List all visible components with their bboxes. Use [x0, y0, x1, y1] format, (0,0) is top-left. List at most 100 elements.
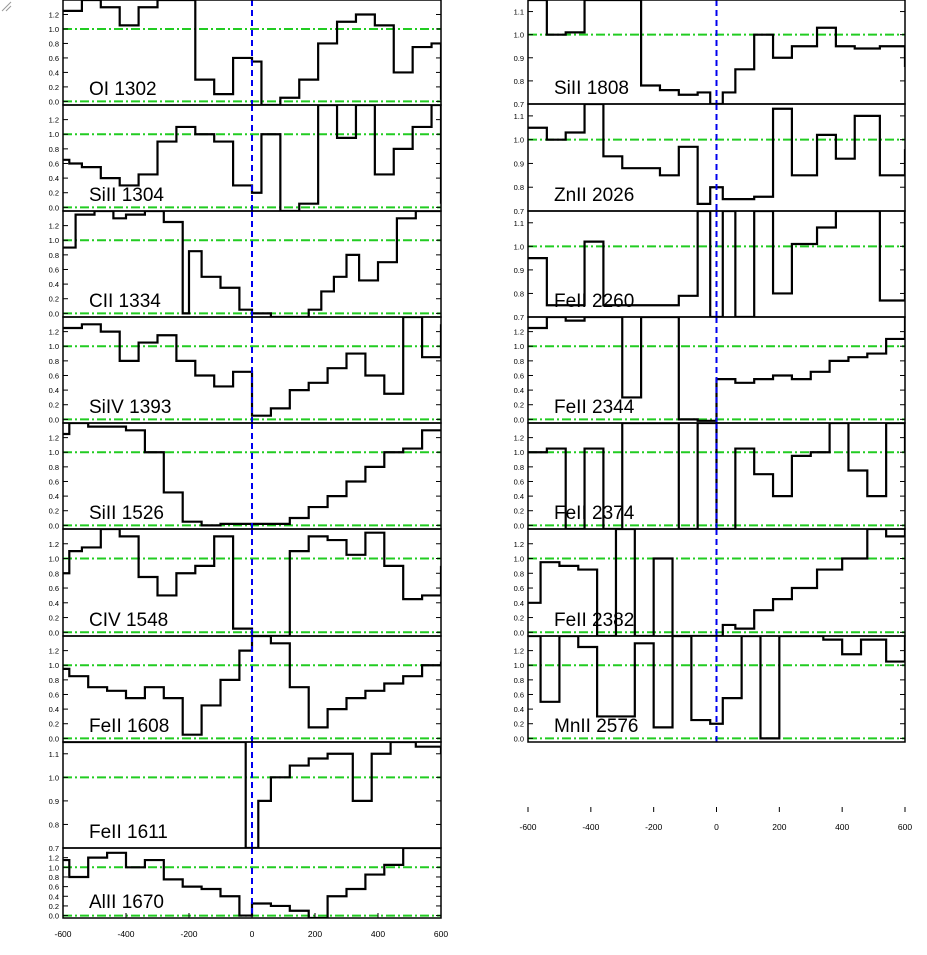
x-tick-label-0-4: 200 — [308, 929, 322, 939]
y-tick-label-5-4: 0.8 — [49, 569, 59, 578]
spectrum-step-line-2 — [63, 211, 441, 317]
y-tick-label-2-0: 0.0 — [49, 309, 59, 318]
ion-label-8: AlII 1670 — [89, 892, 164, 913]
y-tick-label-0-3: 0.6 — [49, 54, 59, 63]
y-tick-label-8-1: 0.2 — [49, 902, 59, 911]
y-tick-label-5-3: 0.6 — [49, 584, 59, 593]
spectrum-step-line-8 — [63, 848, 441, 918]
y-tick-label-4-5: 1.0 — [49, 448, 59, 457]
x-tick-label-1-4: 200 — [772, 822, 786, 832]
y-tick-label-11-4: 1.1 — [514, 219, 524, 228]
y-tick-label-13-0: 0.0 — [514, 521, 524, 530]
y-tick-label-2-4: 0.8 — [49, 251, 59, 260]
y-tick-label-4-3: 0.6 — [49, 477, 59, 486]
y-tick-label-13-5: 1.0 — [514, 448, 524, 457]
y-tick-label-14-5: 1.0 — [514, 555, 524, 564]
y-tick-label-8-2: 0.4 — [49, 892, 59, 901]
y-tick-label-12-4: 0.8 — [514, 357, 524, 366]
y-tick-label-2-1: 0.2 — [49, 295, 59, 304]
y-tick-label-10-1: 0.8 — [514, 183, 524, 192]
spectrum-step-line-5 — [63, 529, 441, 636]
x-tick-label-1-6: 600 — [898, 822, 912, 832]
y-tick-label-0-5: 1.0 — [49, 25, 59, 34]
y-tick-label-15-4: 0.8 — [514, 676, 524, 685]
y-tick-label-14-1: 0.2 — [514, 614, 524, 623]
ion-label-14: FeII 2382 — [554, 610, 634, 631]
spectrum-step-line-14 — [528, 529, 905, 636]
y-tick-label-9-2: 0.9 — [514, 54, 524, 63]
y-tick-label-7-0: 0.7 — [49, 844, 59, 853]
y-tick-label-4-2: 0.4 — [49, 492, 59, 501]
y-tick-label-5-6: 1.2 — [49, 540, 59, 549]
y-tick-label-8-6: 1.2 — [49, 854, 59, 863]
y-tick-label-9-0: 0.7 — [514, 100, 524, 109]
y-tick-label-13-2: 0.4 — [514, 492, 524, 501]
y-tick-label-3-4: 0.8 — [49, 357, 59, 366]
x-tick-label-0-5: 400 — [371, 929, 385, 939]
x-tick-label-1-5: 400 — [835, 822, 849, 832]
y-tick-label-6-5: 1.0 — [49, 661, 59, 670]
x-tick-label-1-3: 0 — [714, 822, 719, 832]
spectrum-step-line-13 — [528, 423, 905, 529]
y-tick-label-3-5: 1.0 — [49, 342, 59, 351]
y-tick-label-9-4: 1.1 — [514, 8, 524, 17]
y-tick-label-6-6: 1.2 — [49, 647, 59, 656]
y-tick-label-12-1: 0.2 — [514, 401, 524, 410]
y-tick-label-12-5: 1.0 — [514, 342, 524, 351]
x-tick-label-1-0: -600 — [519, 822, 536, 832]
y-tick-label-4-4: 0.8 — [49, 463, 59, 472]
y-tick-label-2-6: 1.2 — [49, 222, 59, 231]
y-tick-label-15-0: 0.0 — [514, 734, 524, 743]
y-tick-label-6-2: 0.4 — [49, 705, 59, 714]
y-tick-label-9-3: 1.0 — [514, 31, 524, 40]
y-tick-label-10-2: 0.9 — [514, 159, 524, 168]
y-tick-label-9-1: 0.8 — [514, 77, 524, 86]
y-tick-label-11-2: 0.9 — [514, 266, 524, 275]
ion-label-12: FeII 2344 — [554, 397, 635, 418]
y-tick-label-13-1: 0.2 — [514, 507, 524, 516]
y-tick-label-15-5: 1.0 — [514, 661, 524, 670]
y-tick-label-10-0: 0.7 — [514, 207, 524, 216]
resize-grip-icon[interactable] — [0, 0, 12, 12]
y-tick-label-13-3: 0.6 — [514, 477, 524, 486]
y-tick-label-5-2: 0.4 — [49, 599, 59, 608]
y-tick-label-2-3: 0.6 — [49, 265, 59, 274]
y-tick-label-8-0: 0.0 — [49, 912, 59, 921]
y-tick-label-7-3: 1.0 — [49, 773, 59, 782]
y-tick-label-7-1: 0.8 — [49, 820, 59, 829]
y-tick-label-1-2: 0.4 — [49, 174, 59, 183]
ion-label-7: FeII 1611 — [89, 822, 168, 843]
ion-label-15: MnII 2576 — [554, 716, 639, 737]
y-tick-label-4-6: 1.2 — [49, 434, 59, 443]
spectrum-step-line-12 — [528, 317, 905, 422]
y-tick-label-1-4: 0.8 — [49, 145, 59, 154]
y-tick-label-1-6: 1.2 — [49, 116, 59, 125]
y-tick-label-11-1: 0.8 — [514, 289, 524, 298]
spectrum-step-line-9 — [528, 0, 905, 104]
y-tick-label-13-4: 0.8 — [514, 463, 524, 472]
y-tick-label-6-4: 0.8 — [49, 676, 59, 685]
y-tick-label-5-5: 1.0 — [49, 555, 59, 564]
y-tick-label-1-5: 1.0 — [49, 130, 59, 139]
y-tick-label-11-3: 1.0 — [514, 242, 524, 251]
y-tick-label-2-5: 1.0 — [49, 236, 59, 245]
y-tick-label-6-3: 0.6 — [49, 690, 59, 699]
y-tick-label-0-2: 0.4 — [49, 68, 59, 77]
y-tick-label-4-1: 0.2 — [49, 507, 59, 516]
y-tick-label-8-4: 0.8 — [49, 873, 59, 882]
panel-frame-15 — [527, 635, 906, 743]
ion-label-1: SiII 1304 — [89, 185, 164, 206]
x-tick-label-0-1: -400 — [117, 929, 134, 939]
y-tick-label-8-3: 0.6 — [49, 883, 59, 892]
ion-label-0: OI 1302 — [89, 79, 157, 100]
y-tick-label-14-4: 0.8 — [514, 569, 524, 578]
y-tick-label-4-0: 0.0 — [49, 521, 59, 530]
x-tick-label-1-1: -400 — [582, 822, 599, 832]
y-tick-label-14-3: 0.6 — [514, 584, 524, 593]
y-tick-label-14-2: 0.4 — [514, 599, 524, 608]
y-tick-label-3-0: 0.0 — [49, 415, 59, 424]
y-tick-label-6-1: 0.2 — [49, 720, 59, 729]
y-tick-label-12-0: 0.0 — [514, 415, 524, 424]
y-tick-label-0-1: 0.2 — [49, 83, 59, 92]
